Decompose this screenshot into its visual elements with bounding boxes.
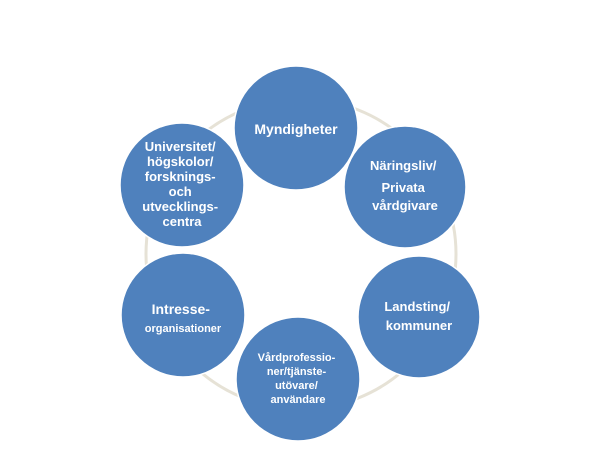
node-intresse: Intresse- organisationer [120, 252, 246, 378]
node-label-line: Privata [382, 180, 426, 195]
node-circle [120, 252, 246, 378]
node-label-line: Landsting/ [384, 299, 450, 314]
node-landsting: Landsting/ kommuner [357, 255, 481, 379]
node-label-line: Vårdprofessio- [258, 352, 336, 364]
node-circle [357, 255, 481, 379]
node-label-line: Näringsliv/ [370, 158, 437, 173]
node-label-line: forsknings- [145, 169, 216, 184]
node-label-line: Universitet/ [145, 139, 216, 154]
node-circle [233, 65, 359, 191]
node-label: Universitet/ högskolor/ forsknings- och … [142, 139, 221, 229]
node-myndigheter: Myndigheter [233, 65, 359, 191]
node-label-line: Myndigheter [254, 121, 338, 137]
node-label-line: utvecklings- [142, 199, 218, 214]
node-circle [235, 316, 361, 442]
node-label-line: utövare/ [275, 380, 318, 392]
node-label-line: organisationer [145, 323, 222, 335]
node-label: Landsting/ kommuner [384, 299, 453, 333]
node-label-line: kommuner [386, 318, 452, 333]
node-label-line: ner/tjänste- [267, 366, 327, 378]
node-naringsliv: Näringsliv/ Privata vårdgivare [343, 125, 467, 249]
node-label-line: högskolor/ [147, 154, 214, 169]
node-circle [343, 125, 467, 249]
node-universitet: Universitet/ högskolor/ forsknings- och … [119, 122, 245, 248]
node-label-line: och [169, 184, 192, 199]
node-label-line: användare [270, 394, 325, 406]
node-label: Näringsliv/ Privata vårdgivare [370, 158, 440, 213]
node-vardprofessioner: Vårdprofessio- ner/tjänste- utövare/ anv… [235, 316, 361, 442]
node-label: Vårdprofessio- ner/tjänste- utövare/ anv… [258, 352, 339, 406]
node-label-line: centra [162, 214, 202, 229]
node-label: Intresse- organisationer [145, 301, 222, 335]
node-circle [119, 122, 245, 248]
node-label: Myndigheter [254, 121, 338, 137]
node-label-line: vårdgivare [372, 198, 438, 213]
node-label-line: Intresse- [152, 301, 211, 317]
